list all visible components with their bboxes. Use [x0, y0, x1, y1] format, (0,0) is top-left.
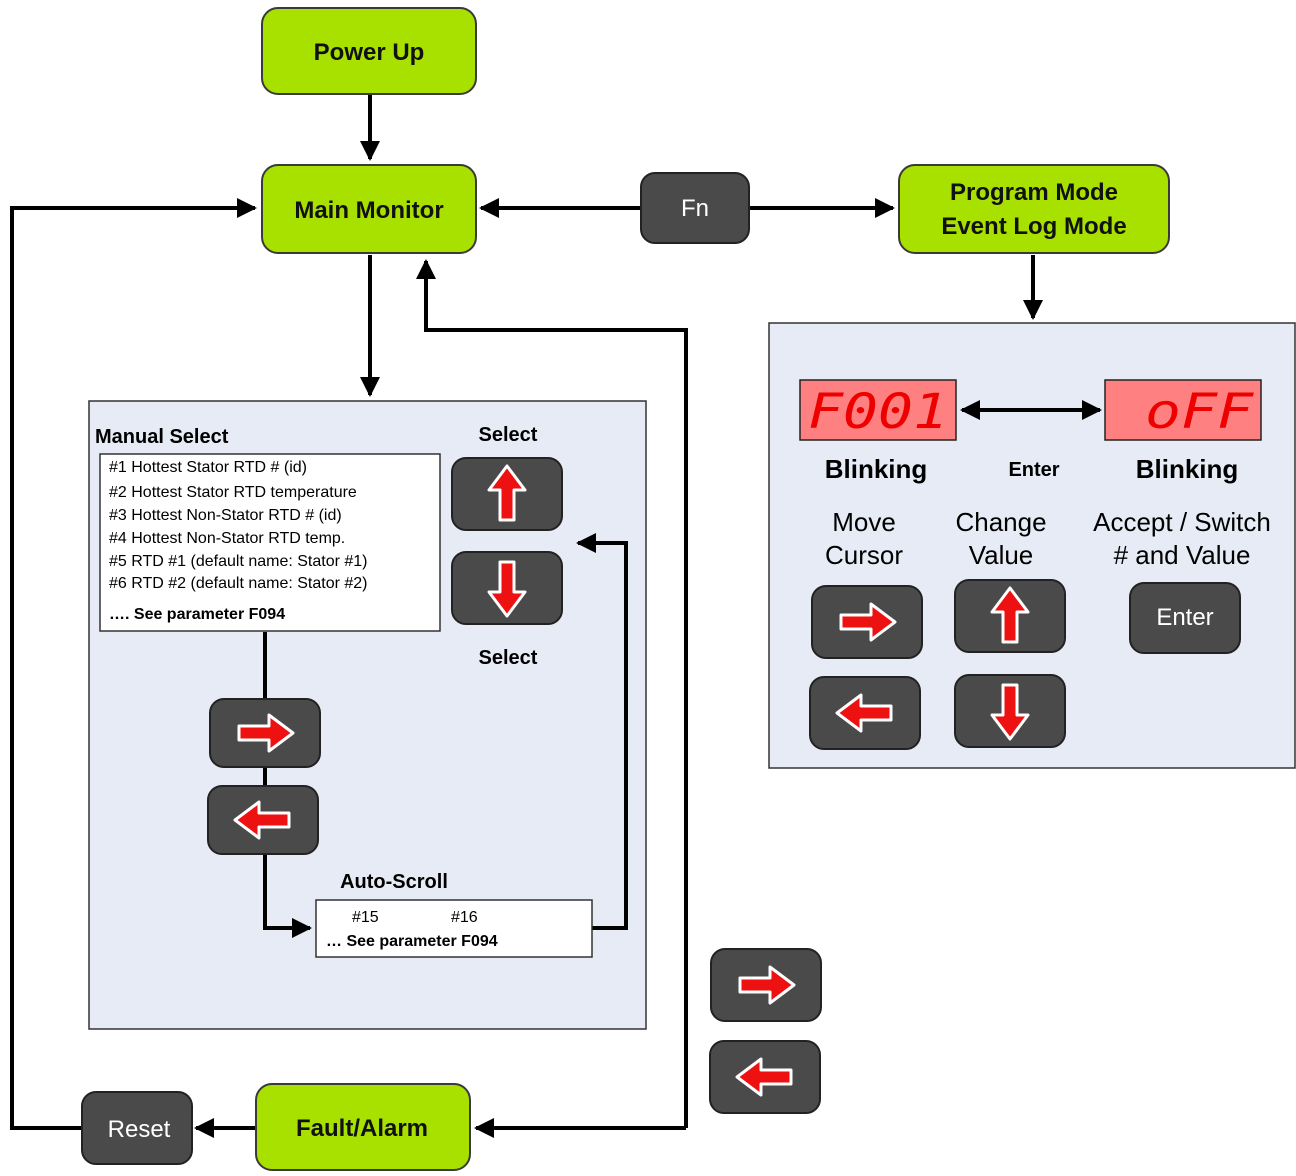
- enter-button-label: Enter: [1156, 604, 1213, 631]
- select-up-button[interactable]: [451, 457, 563, 531]
- program-mode-state: Program Mode Event Log Mode: [898, 164, 1170, 254]
- blinking-label-right: Blinking: [1136, 454, 1239, 484]
- value-display: [1104, 379, 1262, 441]
- enter-label: Enter: [1008, 459, 1059, 481]
- bottom-right-button[interactable]: [710, 948, 822, 1022]
- event-log-mode-label: Event Log Mode: [941, 213, 1126, 240]
- manual-select-title: Manual Select: [95, 426, 229, 448]
- list-item: #4 Hottest Non-Stator RTD temp.: [109, 530, 345, 547]
- main-monitor-state: Main Monitor: [261, 164, 477, 254]
- list-item: #6 RTD #2 (default name: Stator #2): [109, 575, 368, 592]
- value-down-button[interactable]: [954, 674, 1066, 748]
- value-display-text: oFF: [1145, 384, 1254, 440]
- auto-scroll-title: Auto-Scroll: [340, 871, 448, 893]
- bottom-left-button[interactable]: [709, 1040, 821, 1114]
- auto-scroll-box: [315, 899, 593, 958]
- monitor-right-button[interactable]: [209, 698, 321, 768]
- change-value-label-2: Value: [969, 540, 1034, 570]
- auto-scroll-to: #16: [451, 909, 478, 926]
- move-cursor-label-2: Cursor: [825, 540, 903, 570]
- select-label-bottom: Select: [479, 647, 538, 669]
- reset-button[interactable]: Reset: [81, 1091, 193, 1165]
- fault-alarm-label: Fault/Alarm: [296, 1115, 428, 1142]
- monitor-left-button[interactable]: [207, 785, 319, 855]
- list-item: #5 RTD #1 (default name: Stator #1): [109, 553, 368, 570]
- parameter-display: [799, 379, 957, 441]
- list-item: #2 Hottest Stator RTD temperature: [109, 484, 357, 501]
- accept-switch-label-1: Accept / Switch: [1093, 507, 1271, 537]
- program-mode-label: Program Mode: [950, 179, 1118, 206]
- enter-button[interactable]: Enter: [1129, 582, 1241, 654]
- power-up-label: Power Up: [314, 39, 425, 66]
- accept-switch-label-2: # and Value: [1114, 540, 1251, 570]
- fn-button[interactable]: Fn: [640, 172, 750, 244]
- list-item: #3 Hottest Non-Stator RTD # (id): [109, 507, 342, 524]
- auto-scroll-from: #15: [352, 909, 379, 926]
- fault-alarm-state: Fault/Alarm: [255, 1083, 471, 1171]
- cursor-left-button[interactable]: [809, 676, 921, 750]
- blinking-label-left: Blinking: [825, 454, 928, 484]
- fn-label: Fn: [681, 195, 709, 222]
- list-item: #1 Hottest Stator RTD # (id): [109, 459, 307, 476]
- select-down-button[interactable]: [451, 551, 563, 625]
- cursor-right-button[interactable]: [811, 585, 923, 659]
- reset-label: Reset: [108, 1116, 171, 1143]
- move-cursor-label-1: Move: [832, 507, 896, 537]
- main-monitor-label: Main Monitor: [294, 197, 443, 224]
- list-more-note: …. See parameter F094: [109, 606, 285, 623]
- auto-scroll-note: … See parameter F094: [326, 933, 498, 950]
- change-value-label-1: Change: [955, 507, 1046, 537]
- value-up-button[interactable]: [954, 579, 1066, 653]
- manual-select-list: [99, 453, 441, 632]
- select-label-top: Select: [479, 424, 538, 446]
- power-up-state: Power Up: [261, 7, 477, 95]
- parameter-display-text: F001: [808, 384, 948, 440]
